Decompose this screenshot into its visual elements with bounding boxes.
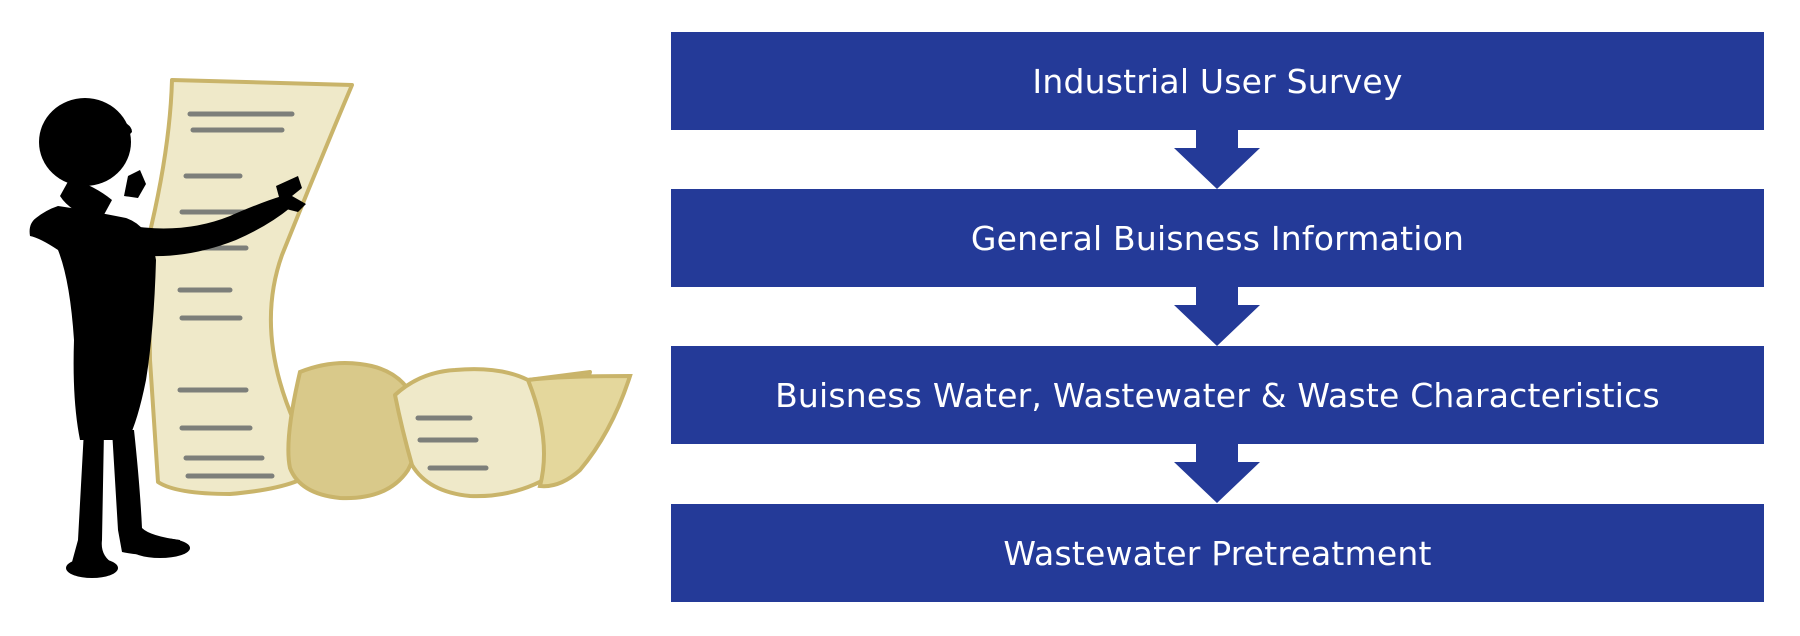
person-reading-scroll-icon — [0, 0, 660, 632]
flow-step-general-business-information: General Buisness Information — [671, 189, 1764, 287]
flow-diagram: Industrial User Survey General Buisness … — [671, 32, 1764, 612]
arrow-down-icon — [1174, 444, 1260, 503]
flow-step-wastewater-pretreatment: Wastewater Pretreatment — [671, 504, 1764, 602]
flow-step-label: General Buisness Information — [970, 218, 1465, 258]
flow-step-industrial-user-survey: Industrial User Survey — [671, 32, 1764, 130]
flow-step-water-wastewater-waste-characteristics: Buisness Water, Wastewater & Waste Chara… — [671, 346, 1764, 444]
flow-step-label: Buisness Water, Wastewater & Waste Chara… — [775, 375, 1660, 415]
arrow-down-icon — [1174, 287, 1260, 346]
flow-step-label: Industrial User Survey — [1032, 61, 1403, 101]
arrow-down-icon — [1174, 130, 1260, 189]
flow-step-label: Wastewater Pretreatment — [1003, 533, 1432, 573]
